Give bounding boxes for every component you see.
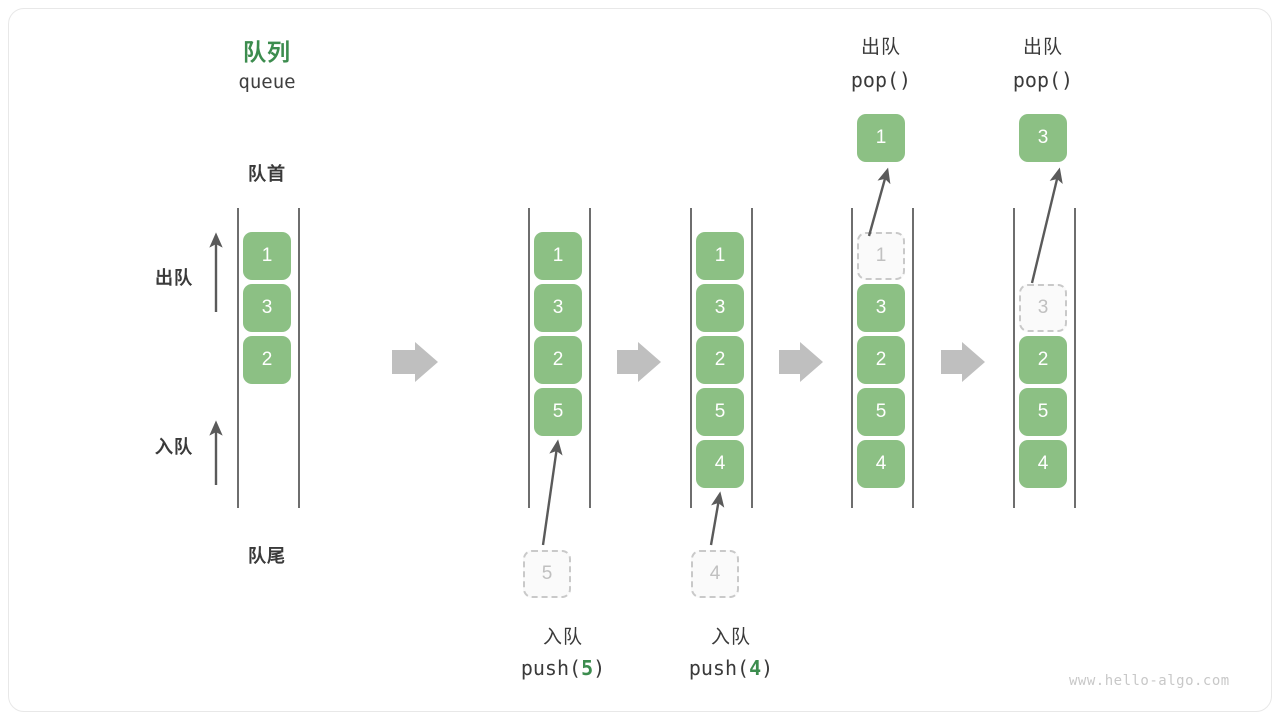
push-4-caption-code: push(4): [656, 656, 806, 680]
push-4-paren: ): [761, 656, 774, 680]
cell-stage2-1: 3: [534, 284, 582, 332]
cell-stage4-0: 1: [857, 232, 905, 280]
cell-stage3-2: 2: [696, 336, 744, 384]
cell-stage2-0: 1: [534, 232, 582, 280]
cell-stage2-3: 5: [534, 388, 582, 436]
cell-stage4-1: 3: [857, 284, 905, 332]
pop-3-caption-code: pop(): [1012, 68, 1074, 92]
cell-stage5-1: 3: [1019, 284, 1067, 332]
queue-title-cn: 队列: [243, 39, 291, 65]
push-4-caption-cn: 入队: [710, 627, 751, 648]
push-5-caption-cn: 入队: [542, 627, 583, 648]
cell-stage5-2: 2: [1019, 336, 1067, 384]
cell-stage3-0: 1: [696, 232, 744, 280]
cell-stage3-1: 3: [696, 284, 744, 332]
rear-label: 队尾: [248, 546, 286, 566]
popped-cell-3: 3: [1019, 114, 1067, 162]
cell-stage3-4: 4: [696, 440, 744, 488]
incoming-cell-push-5: 5: [523, 550, 571, 598]
watermark: www.hello-algo.com: [1069, 673, 1230, 689]
card-frame: [8, 8, 1272, 712]
front-label: 队首: [248, 164, 286, 184]
cell-stage2-2: 2: [534, 336, 582, 384]
pop-3-caption-cn: 出队: [1022, 37, 1063, 58]
popped-cell-1: 1: [857, 114, 905, 162]
rail-left-stage-4: [851, 208, 853, 508]
rail-right-stage-5: [1074, 208, 1076, 508]
incoming-cell-push-4: 4: [691, 550, 739, 598]
rail-right-stage-1: [298, 208, 300, 508]
cell-stage4-3: 5: [857, 388, 905, 436]
push-4-arg: 4: [749, 656, 762, 680]
cell-stage4-2: 2: [857, 336, 905, 384]
queue-title-en: queue: [238, 71, 296, 93]
rail-right-stage-4: [912, 208, 914, 508]
push-5-paren: ): [593, 656, 606, 680]
dequeue-direction-label: 出队: [155, 268, 193, 288]
cell-stage5-3: 5: [1019, 388, 1067, 436]
rail-right-stage-2: [589, 208, 591, 508]
pop-1-caption-cn: 出队: [860, 37, 901, 58]
push-4-fn: push(: [688, 656, 750, 680]
rail-left-stage-5: [1013, 208, 1015, 508]
rail-left-stage-2: [528, 208, 530, 508]
rail-left-stage-3: [690, 208, 692, 508]
cell-stage1-0: 1: [243, 232, 291, 280]
push-5-arg: 5: [581, 656, 594, 680]
cell-stage3-3: 5: [696, 388, 744, 436]
cell-stage1-1: 3: [243, 284, 291, 332]
push-5-caption-code: push(5): [488, 656, 638, 680]
cell-stage4-4: 4: [857, 440, 905, 488]
push-5-fn: push(: [520, 656, 582, 680]
cell-stage1-2: 2: [243, 336, 291, 384]
enqueue-direction-label: 入队: [155, 437, 193, 457]
rail-left-stage-1: [237, 208, 239, 508]
pop-1-caption-code: pop(): [850, 68, 912, 92]
rail-right-stage-3: [751, 208, 753, 508]
cell-stage5-4: 4: [1019, 440, 1067, 488]
